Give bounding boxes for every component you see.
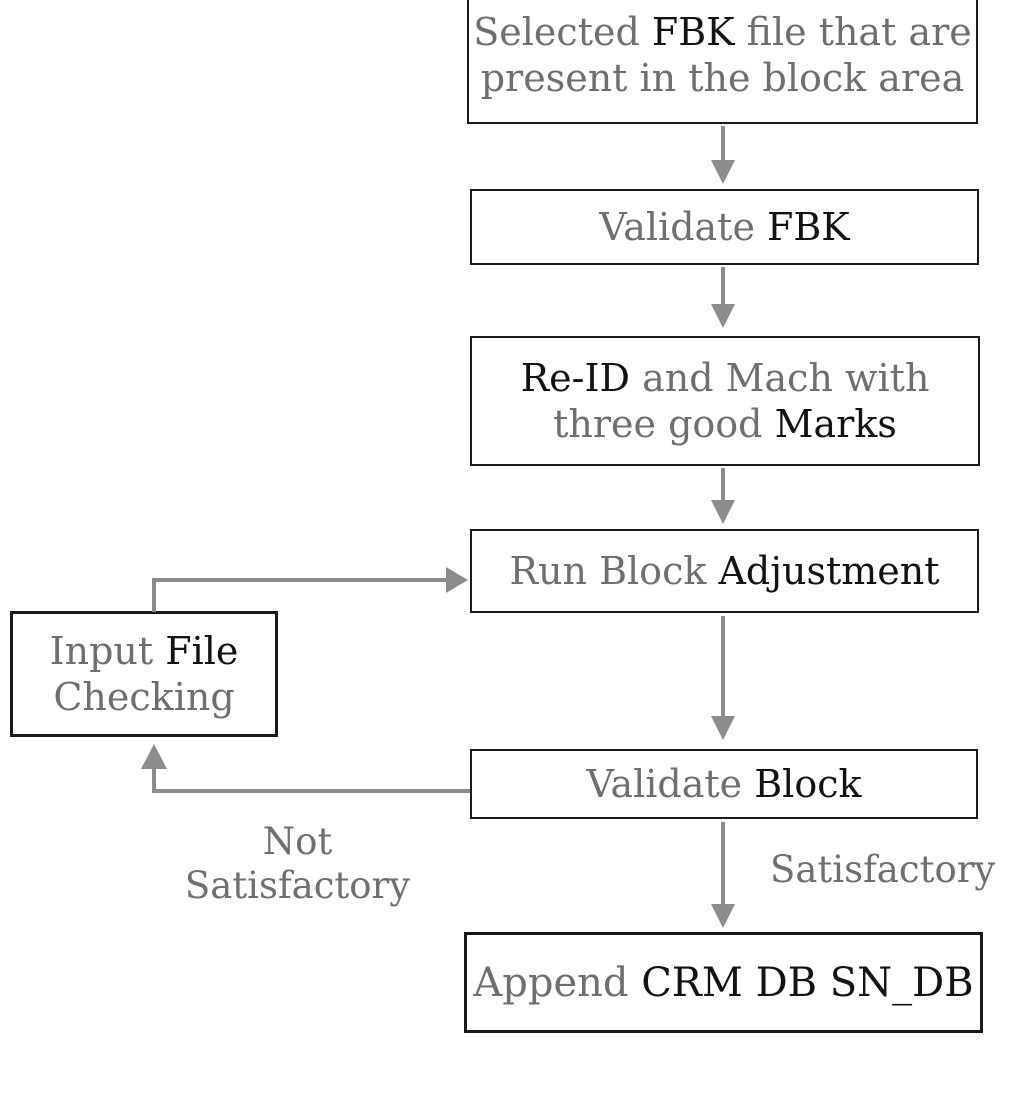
box-selected-fbk-file: Selected FBK file that are present in th… xyxy=(467,0,978,124)
text-run: file that are xyxy=(734,10,972,54)
arrowhead-right-icon xyxy=(446,567,468,593)
box-text-line: Selected FBK file that are xyxy=(473,9,972,55)
box-text-line: Re-ID and Mach with xyxy=(521,355,930,401)
box-text-line: Validate Block xyxy=(587,761,862,807)
box-input-file-checking: Input File Checking xyxy=(10,611,278,737)
label-satisfactory: Satisfactory xyxy=(770,848,996,891)
box-append-crm-db: Append CRM DB SN_DB xyxy=(464,932,983,1033)
arrow-shaft xyxy=(721,126,725,162)
text-run: Validate xyxy=(599,205,768,249)
arrowhead-up-icon xyxy=(141,744,167,769)
text-run: Adjustment xyxy=(718,549,940,593)
arrow-segment-vertical xyxy=(152,768,156,793)
arrowhead-down-icon xyxy=(711,160,735,184)
text-run: FBK xyxy=(767,205,850,249)
arrow-shaft xyxy=(721,468,725,502)
arrowhead-down-icon xyxy=(711,904,735,928)
box-text-line: Validate FBK xyxy=(599,204,849,250)
label-line: Not xyxy=(262,820,333,863)
text-run: File xyxy=(165,629,239,673)
arrow-segment-horizontal xyxy=(152,578,446,582)
text-run: Validate xyxy=(586,762,755,806)
text-run: Marks xyxy=(774,402,897,446)
arrow-shaft xyxy=(721,616,725,718)
arrowhead-down-icon xyxy=(711,304,735,328)
box-reid-and-mach: Re-ID and Mach with three good Marks xyxy=(470,336,980,466)
text-run: CRM DB SN_DB xyxy=(641,959,974,1006)
box-text-line: Append CRM DB SN_DB xyxy=(473,960,973,1006)
text-run: Block xyxy=(754,762,862,806)
box-validate-block: Validate Block xyxy=(470,749,978,819)
text-run: Append xyxy=(473,959,642,1006)
box-text-line: three good Marks xyxy=(553,401,897,447)
text-run: Re-ID xyxy=(520,356,630,400)
text-run: FBK xyxy=(651,10,735,54)
text-run: three good xyxy=(553,402,775,446)
box-text-line: Checking xyxy=(53,675,235,719)
label-not-satisfactory: Not Satisfactory xyxy=(150,820,445,908)
arrow-shaft xyxy=(721,267,725,306)
arrowhead-down-icon xyxy=(711,500,735,524)
text-run: Selected xyxy=(473,10,652,54)
text-run: and Mach with xyxy=(629,356,930,400)
box-validate-fbk: Validate FBK xyxy=(470,189,979,265)
box-text-line: present in the block area xyxy=(480,56,965,100)
box-text-line: Input File xyxy=(50,628,239,674)
arrow-shaft xyxy=(721,822,725,906)
arrowhead-down-icon xyxy=(711,716,735,740)
arrow-segment-horizontal xyxy=(152,789,470,793)
box-text-line: Run Block Adjustment xyxy=(509,548,939,594)
label-line: Satisfactory xyxy=(184,864,411,907)
arrow-segment-vertical xyxy=(152,580,156,612)
text-run: Input xyxy=(49,629,166,673)
box-run-block-adjustment: Run Block Adjustment xyxy=(470,529,979,613)
text-run: Run Block xyxy=(509,549,719,593)
